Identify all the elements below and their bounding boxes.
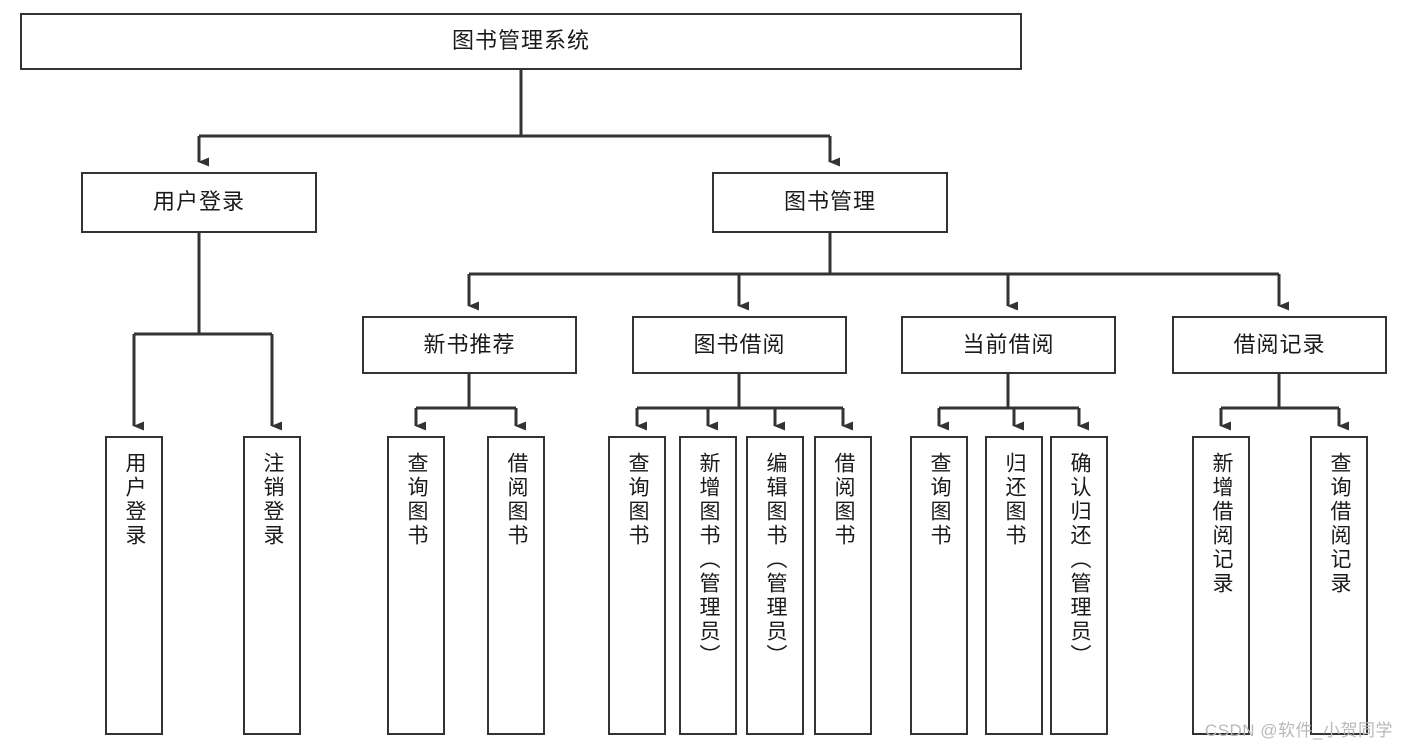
node-label: 图书借阅 [693, 331, 786, 357]
node-leaf-query-book-current[interactable]: 查询图书 [910, 436, 968, 735]
node-label: 借阅记录 [1233, 331, 1326, 357]
node-label: 新增图书（管理员） [697, 452, 721, 668]
node-leaf-borrow-book-recommend[interactable]: 借阅图书 [487, 436, 545, 735]
node-root-system[interactable]: 图书管理系统 [20, 13, 1022, 70]
node-label: 用户登录 [152, 189, 245, 215]
node-label: 新增借阅记录 [1210, 452, 1234, 596]
node-leaf-add-book-admin[interactable]: 新增图书（管理员） [679, 436, 737, 735]
node-leaf-query-book-borrow[interactable]: 查询图书 [608, 436, 666, 735]
node-label: 用户登录 [123, 452, 147, 548]
node-leaf-query-borrow-record[interactable]: 查询借阅记录 [1310, 436, 1368, 735]
node-label: 当前借阅 [962, 331, 1055, 357]
node-label: 借阅图书 [832, 452, 856, 548]
node-user-login[interactable]: 用户登录 [81, 172, 317, 233]
node-label: 查询图书 [626, 452, 650, 548]
node-book-management[interactable]: 图书管理 [712, 172, 948, 233]
node-leaf-return-book[interactable]: 归还图书 [985, 436, 1043, 735]
node-leaf-query-book-recommend[interactable]: 查询图书 [387, 436, 445, 735]
node-label: 查询图书 [928, 452, 952, 548]
node-leaf-user-logout[interactable]: 注销登录 [243, 436, 301, 735]
node-borrow-record[interactable]: 借阅记录 [1172, 316, 1387, 374]
node-new-book-recommend[interactable]: 新书推荐 [362, 316, 577, 374]
node-leaf-user-login[interactable]: 用户登录 [105, 436, 163, 735]
node-book-borrow[interactable]: 图书借阅 [632, 316, 847, 374]
node-label: 查询借阅记录 [1328, 452, 1352, 596]
node-leaf-borrow-book[interactable]: 借阅图书 [814, 436, 872, 735]
node-label: 编辑图书（管理员） [764, 452, 788, 668]
node-leaf-add-borrow-record[interactable]: 新增借阅记录 [1192, 436, 1250, 735]
node-label: 图书管理 [783, 189, 876, 215]
node-label: 图书管理系统 [451, 28, 590, 54]
node-label: 归还图书 [1003, 452, 1027, 548]
node-label: 借阅图书 [505, 452, 529, 548]
csdn-watermark: CSDN @软件_小贺同学 [1204, 721, 1393, 740]
node-current-borrow[interactable]: 当前借阅 [901, 316, 1116, 374]
node-leaf-confirm-return-admin[interactable]: 确认归还（管理员） [1050, 436, 1108, 735]
node-label: 注销登录 [261, 452, 285, 548]
node-leaf-edit-book-admin[interactable]: 编辑图书（管理员） [746, 436, 804, 735]
node-label: 查询图书 [405, 452, 429, 548]
node-label: 确认归还（管理员） [1068, 452, 1092, 668]
node-label: 新书推荐 [423, 331, 516, 357]
